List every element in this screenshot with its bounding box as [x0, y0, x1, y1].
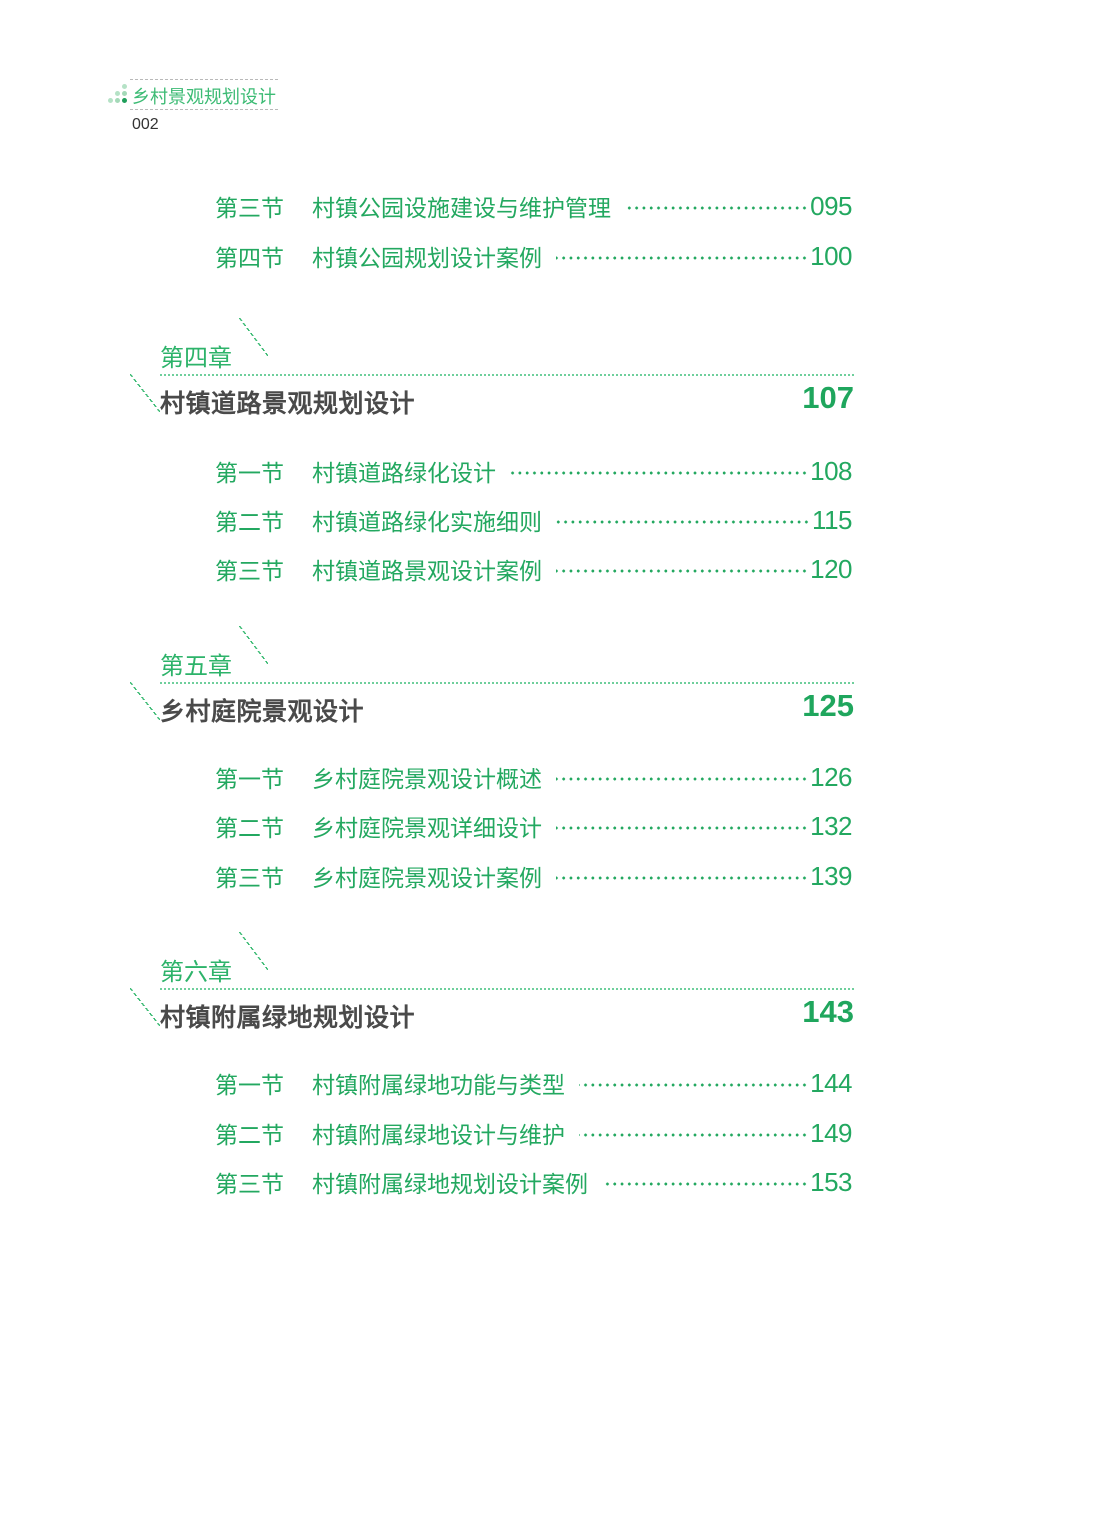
- toc-section-entry[interactable]: 第二节 乡村庭院景观详细设计 132: [215, 810, 852, 843]
- chapter-dotted-rule: [160, 988, 854, 990]
- toc-section-entry[interactable]: 第一节 村镇附属绿地功能与类型 144: [215, 1067, 852, 1100]
- section-label: 第一节: [215, 461, 284, 487]
- chapter-page: 143: [802, 994, 854, 1029]
- dot-leader: [556, 569, 809, 573]
- toc-section-entry[interactable]: 第二节 村镇附属绿地设计与维护 149: [215, 1117, 852, 1150]
- dot-leader: [625, 206, 809, 210]
- section-label: 第三节: [215, 866, 284, 892]
- section-label: 第四节: [215, 246, 284, 272]
- dot-leader: [556, 876, 809, 880]
- toc-section-entry[interactable]: 第三节 村镇附属绿地规划设计案例 153: [215, 1166, 852, 1199]
- chapter-dotted-rule: [160, 682, 854, 684]
- decorative-slash: [238, 624, 268, 664]
- section-label: 第三节: [215, 1172, 284, 1198]
- toc-section-entry[interactable]: 第一节 乡村庭院景观设计概述 126: [215, 761, 852, 794]
- toc-section-entry[interactable]: 第三节 乡村庭院景观设计案例 139: [215, 860, 852, 893]
- header-top-rule: [130, 79, 278, 80]
- section-title: 村镇道路景观设计案例: [312, 559, 542, 585]
- book-title: 乡村景观规划设计: [132, 87, 276, 108]
- section-page: 153: [810, 1166, 852, 1197]
- toc-section-entry[interactable]: 第四节 村镇公园规划设计案例 100: [215, 240, 852, 273]
- dot-leader: [579, 1133, 809, 1137]
- dot-leader: [579, 1083, 809, 1087]
- decorative-slash: [238, 316, 268, 356]
- decorative-slash: [130, 374, 160, 412]
- section-label: 第三节: [215, 559, 284, 585]
- chapter-page: 107: [802, 380, 854, 415]
- section-page: 100: [810, 240, 852, 271]
- decorative-slash: [130, 682, 160, 720]
- section-label: 第二节: [215, 816, 284, 842]
- section-page: 095: [810, 190, 852, 221]
- section-title: 村镇附属绿地功能与类型: [312, 1073, 565, 1099]
- dot-leader: [556, 256, 809, 260]
- dots-logo-icon: [108, 84, 130, 104]
- section-title: 乡村庭院景观设计案例: [312, 866, 542, 892]
- chapter-page: 125: [802, 688, 854, 723]
- section-title: 村镇公园规划设计案例: [312, 246, 542, 272]
- section-page: 144: [810, 1067, 852, 1098]
- chapter-label: 第五章: [160, 652, 232, 680]
- section-page: 108: [810, 455, 852, 486]
- page-number: 002: [132, 116, 159, 133]
- decorative-slash: [130, 988, 160, 1026]
- toc-chapter-heading[interactable]: 第六章 村镇附属绿地规划设计 143: [130, 930, 854, 1032]
- chapter-label: 第六章: [160, 958, 232, 986]
- section-title: 村镇道路绿化实施细则: [312, 510, 542, 536]
- dot-leader: [556, 777, 809, 781]
- toc-section-entry[interactable]: 第二节 村镇道路绿化实施细则 115: [215, 504, 852, 537]
- section-page: 115: [812, 504, 852, 535]
- dot-leader: [510, 471, 809, 475]
- toc-section-entry[interactable]: 第三节 村镇公园设施建设与维护管理 095: [215, 190, 852, 223]
- chapter-dotted-rule: [160, 374, 854, 376]
- section-label: 第二节: [215, 1123, 284, 1149]
- section-page: 126: [810, 761, 852, 792]
- section-title: 乡村庭院景观设计概述: [312, 767, 542, 793]
- dot-leader: [556, 520, 811, 524]
- dot-leader: [556, 826, 809, 830]
- section-page: 132: [810, 810, 852, 841]
- section-title: 乡村庭院景观详细设计: [312, 816, 542, 842]
- decorative-slash: [238, 930, 268, 970]
- section-label: 第一节: [215, 767, 284, 793]
- toc-section-entry[interactable]: 第一节 村镇道路绿化设计 108: [215, 455, 852, 488]
- section-page: 120: [810, 553, 852, 584]
- section-title: 村镇附属绿地设计与维护: [312, 1123, 565, 1149]
- chapter-title: 村镇附属绿地规划设计: [160, 1003, 416, 1032]
- section-title: 村镇道路绿化设计: [312, 461, 496, 487]
- toc-chapter-heading[interactable]: 第五章 乡村庭院景观设计 125: [130, 624, 854, 726]
- toc-chapter-heading[interactable]: 第四章 村镇道路景观规划设计 107: [130, 316, 854, 418]
- section-title: 村镇公园设施建设与维护管理: [312, 196, 611, 222]
- chapter-label: 第四章: [160, 344, 232, 372]
- chapter-title: 乡村庭院景观设计: [160, 697, 365, 726]
- dot-leader: [602, 1182, 809, 1186]
- section-label: 第二节: [215, 510, 284, 536]
- section-label: 第三节: [215, 196, 284, 222]
- section-page: 139: [810, 860, 852, 891]
- section-label: 第一节: [215, 1073, 284, 1099]
- header-bottom-rule: [130, 109, 278, 110]
- toc-section-entry[interactable]: 第三节 村镇道路景观设计案例 120: [215, 553, 852, 586]
- chapter-title: 村镇道路景观规划设计: [160, 389, 416, 418]
- section-page: 149: [810, 1117, 852, 1148]
- section-title: 村镇附属绿地规划设计案例: [312, 1172, 588, 1198]
